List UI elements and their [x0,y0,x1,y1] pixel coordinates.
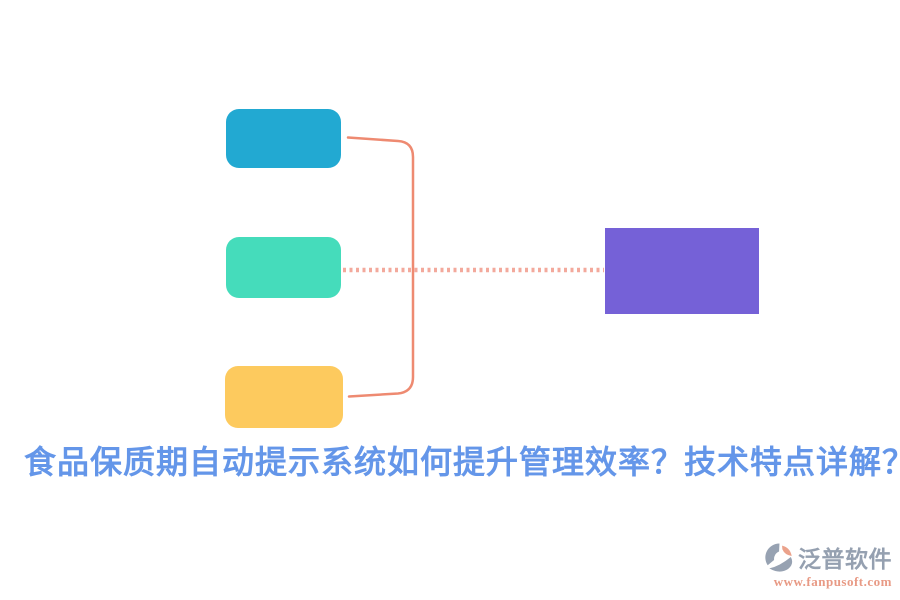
node-branch-bottom [225,366,343,428]
page-title: 食品保质期自动提示系统如何提升管理效率？技术特点详解？ [24,444,900,480]
node-root [605,228,759,314]
brand-logo-icon [765,543,793,572]
brand-watermark: 泛普软件 www.fanpusoft.com [762,540,892,590]
brand-name: 泛普软件 [798,546,892,572]
node-branch-middle [226,237,341,298]
brand-url: www.fanpusoft.com [773,574,892,589]
node-branch-top [226,109,341,168]
bracket-connector-line [346,136,415,398]
